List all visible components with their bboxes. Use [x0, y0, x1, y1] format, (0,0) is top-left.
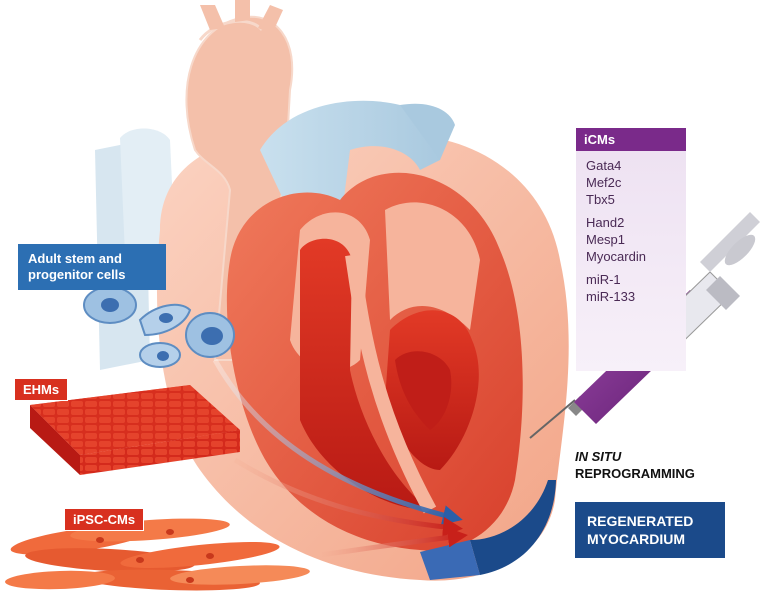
- ipsc-label: iPSC-CMs: [64, 508, 144, 531]
- factor-gata4: Gata4: [586, 157, 676, 174]
- regenerated-line-1: REGENERATED: [587, 512, 713, 530]
- icms-panel: iCMs Gata4 Mef2c Tbx5 Hand2 Mesp1 Myocar…: [576, 128, 686, 371]
- ehms-label: EHMs: [14, 378, 68, 401]
- icms-factor-list: Gata4 Mef2c Tbx5 Hand2 Mesp1 Myocardin m…: [576, 151, 686, 371]
- icms-title: iCMs: [576, 128, 686, 151]
- in-situ-reprogramming-label: IN SITU REPROGRAMMING: [575, 448, 695, 482]
- stem-cells-label: Adult stem and progenitor cells: [18, 244, 166, 290]
- factor-mir-1: miR-1: [586, 271, 676, 288]
- factor-mef2c: Mef2c: [586, 174, 676, 191]
- stem-cells-line-1: Adult stem and: [28, 251, 156, 267]
- reprogramming-text: REPROGRAMMING: [575, 465, 695, 482]
- factor-mir-133: miR-133: [586, 288, 676, 305]
- factor-mesp1: Mesp1: [586, 231, 676, 248]
- regenerated-line-2: MYOCARDIUM: [587, 530, 713, 548]
- stem-cells-line-2: progenitor cells: [28, 267, 156, 283]
- factor-tbx5: Tbx5: [586, 191, 676, 208]
- icms-group-2: Hand2 Mesp1 Myocardin: [586, 214, 676, 265]
- in-situ-text: IN SITU: [575, 448, 695, 465]
- factor-myocardin: Myocardin: [586, 248, 676, 265]
- icms-group-3: miR-1 miR-133: [586, 271, 676, 305]
- factor-hand2: Hand2: [586, 214, 676, 231]
- icms-group-1: Gata4 Mef2c Tbx5: [586, 157, 676, 208]
- regenerated-myocardium-label: REGENERATED MYOCARDIUM: [575, 502, 725, 558]
